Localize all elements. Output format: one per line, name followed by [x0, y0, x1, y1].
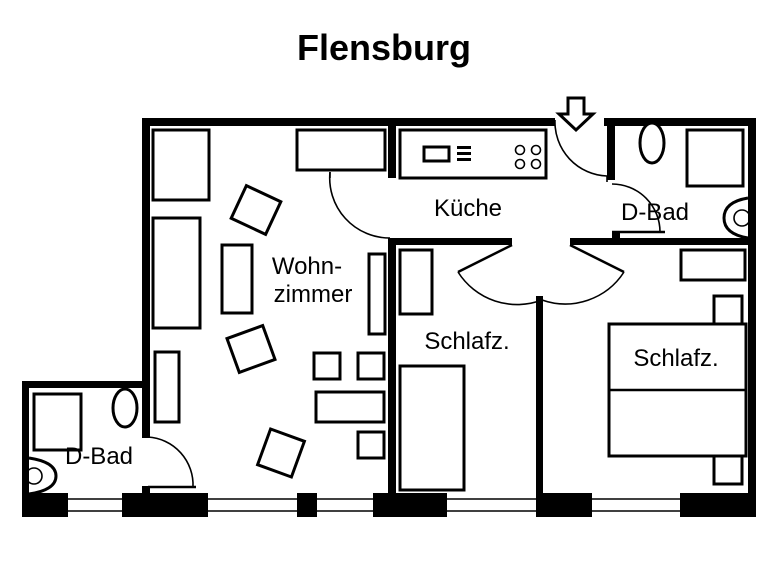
right-bathroom-fixtures — [638, 121, 751, 240]
room-label-schlafzimmer-right: Schlafz. — [633, 345, 718, 372]
room-label-wohnzimmer-line2: zimmer — [274, 281, 353, 308]
room-label-kueche: Küche — [434, 195, 502, 222]
middle-bedroom-furniture — [398, 248, 466, 492]
right-bedroom-furniture — [607, 248, 748, 486]
kitchen-counter — [398, 128, 548, 180]
down-arrow-icon — [555, 96, 597, 133]
room-label-schlafzimmer-middle: Schlafz. — [424, 328, 509, 355]
room-label-bad-left: D-Bad — [65, 443, 133, 470]
room-label-wohnzimmer-line1: Wohn- — [272, 253, 342, 280]
living-room-furniture — [151, 128, 387, 479]
walls — [22, 118, 756, 517]
plan-title: Flensburg — [297, 27, 471, 68]
doors — [147, 119, 665, 489]
windows — [68, 498, 680, 512]
left-bathroom-fixtures — [25, 387, 139, 496]
room-label-bad-right: D-Bad — [621, 199, 689, 226]
